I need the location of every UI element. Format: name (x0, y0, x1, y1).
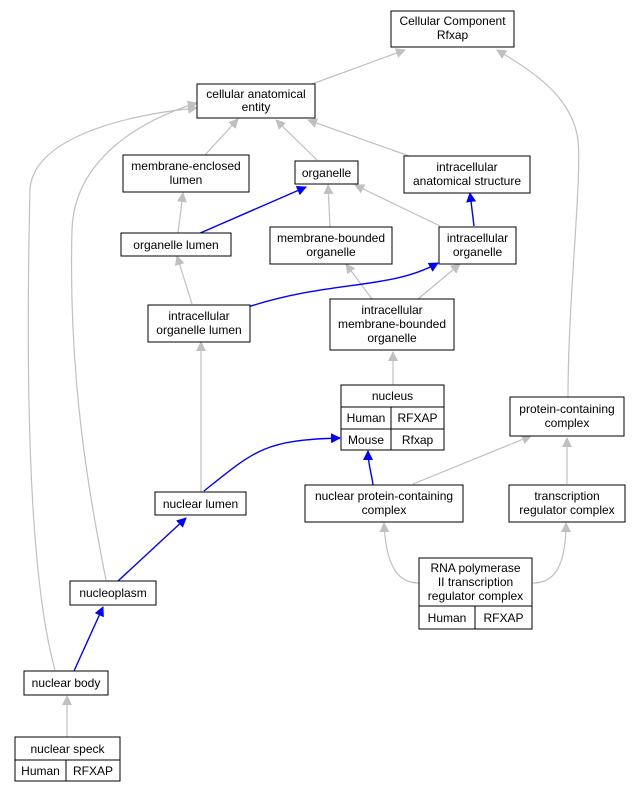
node-label-line2: anatomical structure (413, 174, 521, 188)
species-label: Human (21, 764, 60, 778)
node-label-line1: organelle lumen (133, 238, 218, 252)
edge-io-to-organelle (354, 184, 441, 227)
node-intracellular-organelle[interactable]: intracellular organelle (438, 226, 517, 265)
mouse-gene-cell: Rfxap (390, 428, 445, 451)
gene-label: Rfxap (402, 433, 434, 447)
node-label-line1: Cellular Component (399, 14, 506, 28)
node-label-line3: organelle (367, 331, 417, 345)
edge-npcc-to-nucleus (363, 450, 374, 486)
edge-rna-to-trc (532, 522, 571, 584)
edge-ol-to-mel (176, 192, 187, 234)
node-label-line2: organelle (453, 245, 503, 259)
node-label-line2: organelle lumen (156, 323, 241, 337)
node-label-line2: regulator complex (519, 503, 614, 517)
node-label-line1: nucleus (372, 389, 413, 403)
node-label-line2: membrane-bounded (338, 317, 446, 331)
node-nucleus[interactable]: nucleus Human RFXAP Mouse Rfxap (340, 384, 445, 451)
node-label-line3: regulator complex (428, 589, 523, 603)
gene-label: RFXAP (397, 411, 437, 425)
edge-ol-to-organelle (197, 186, 307, 235)
node-label-line1: nuclear lumen (163, 497, 238, 511)
node-label-line1: intracellular (447, 231, 508, 245)
node-nuclear-protein-containing-complex[interactable]: nuclear protein-containing complex (304, 484, 464, 523)
edge-nb-to-cae (27, 103, 198, 671)
edge-iol-to-ol (174, 255, 193, 305)
edge-nl-to-nucleus (203, 433, 341, 492)
node-label-line1: intracellular (168, 309, 229, 323)
node-nucleoplasm[interactable]: nucleoplasm (69, 580, 157, 606)
node-label-line1: nuclear protein-containing (315, 489, 453, 503)
node-nuclear-speck[interactable]: nuclear speck Human RFXAP (14, 736, 121, 782)
edge-ias-to-cae (307, 118, 413, 158)
node-label-line1: membrane-enclosed (131, 159, 240, 173)
gene-label: RFXAP (73, 764, 113, 778)
node-label-line1: RNA polymerase (430, 561, 520, 575)
species-label: Human (347, 411, 386, 425)
edge-nb-to-nucleoplasm (73, 606, 104, 672)
node-nuclear-body[interactable]: nuclear body (23, 670, 109, 696)
node-intracellular-membrane-bounded-organelle[interactable]: intracellular membrane-bounded organelle (329, 298, 455, 351)
human-gene-cell: RFXAP (474, 605, 533, 630)
edge-imbo-to-mbo (345, 263, 373, 300)
node-nuclear-lumen[interactable]: nuclear lumen (154, 491, 247, 516)
blue-edges (73, 186, 477, 672)
node-rna-polymerase-ii-transcription-regulator-complex[interactable]: RNA polymerase II transcription regulato… (418, 557, 533, 630)
node-transcription-regulator-complex[interactable]: transcription regulator complex (508, 484, 626, 523)
node-label-line2: complex (362, 503, 407, 517)
node-label-line2: entity (242, 100, 271, 114)
edge-mel-to-cae (204, 118, 239, 156)
human-cell: Human (340, 406, 392, 430)
node-label-line1: intracellular (436, 160, 497, 174)
edge-rna-to-npcc (379, 522, 420, 584)
edge-nucleoplasm-to-cae (70, 100, 198, 581)
edge-nucleoplasm-to-nl (117, 517, 187, 582)
node-protein-containing-complex[interactable]: protein-containing complex (509, 396, 625, 437)
species-label: Mouse (348, 433, 384, 447)
edge-npcc-to-pcc (412, 434, 532, 485)
mouse-cell: Mouse (340, 428, 392, 451)
node-cellular-anatomical-entity[interactable]: cellular anatomical entity (196, 83, 316, 119)
node-label-line1: cellular anatomical (206, 87, 305, 101)
edge-mbo-to-organelle (323, 184, 334, 228)
node-label-line1: transcription (534, 489, 599, 503)
node-organelle-lumen[interactable]: organelle lumen (120, 232, 232, 257)
human-gene-cell: RFXAP (65, 759, 121, 782)
edge-organelle-to-cae (275, 119, 318, 161)
gray-edges (27, 48, 580, 737)
node-membrane-enclosed-lumen[interactable]: membrane-enclosed lumen (122, 154, 250, 193)
node-label-line2: complex (545, 416, 590, 430)
gene-label: RFXAP (483, 611, 523, 625)
node-intracellular-anatomical-structure[interactable]: intracellular anatomical structure (403, 155, 531, 194)
node-label-line1: membrane-bounded (277, 231, 385, 245)
node-label-line1: nucleoplasm (79, 586, 146, 600)
node-membrane-bounded-organelle[interactable]: membrane-bounded organelle (269, 226, 393, 265)
node-label-line2: II transcription (438, 575, 513, 589)
human-gene-cell: RFXAP (390, 406, 445, 430)
node-label-line2: organelle (306, 245, 356, 259)
human-cell: Human (418, 605, 476, 630)
species-label: Human (428, 611, 467, 625)
node-label-line2: lumen (170, 173, 203, 187)
edge-imbo-to-io (417, 263, 461, 300)
node-label-line2: Rfxap (437, 28, 469, 42)
edge-iol-to-io (247, 262, 439, 308)
edge-cae-to-cc (311, 48, 406, 85)
edge-pcc-to-cc (496, 49, 580, 398)
human-cell: Human (14, 759, 67, 782)
node-label-line1: nuclear speck (30, 742, 105, 756)
node-label-line1: nuclear body (32, 676, 101, 690)
edge-io-to-ias (466, 192, 477, 227)
node-intracellular-organelle-lumen[interactable]: intracellular organelle lumen (147, 304, 251, 343)
node-label-line1: protein-containing (519, 402, 614, 416)
node-organelle[interactable]: organelle (294, 160, 359, 185)
node-label-line1: organelle (302, 166, 352, 180)
node-label-line1: intracellular (361, 303, 422, 317)
node-cellular-component[interactable]: Cellular Component Rfxap (390, 10, 515, 48)
